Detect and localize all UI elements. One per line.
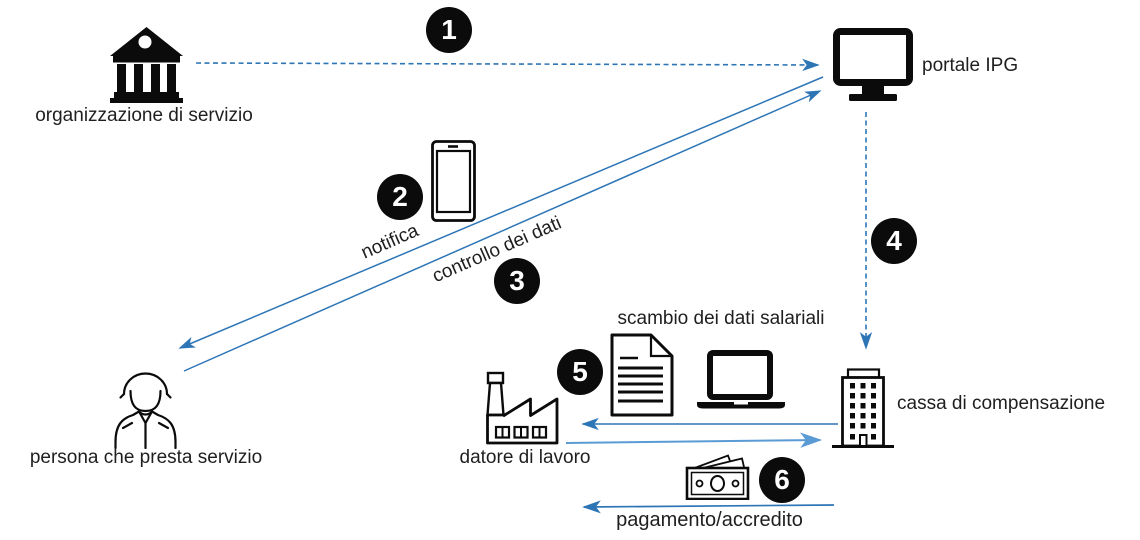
bank-icon xyxy=(110,27,183,103)
monitor-icon xyxy=(833,28,913,101)
step-badge-6: 6 xyxy=(759,457,805,503)
step-badge-4: 4 xyxy=(871,218,917,264)
soldier-icon xyxy=(114,372,177,449)
label-scambio-dei-dati-salariali: scambio dei dati salariali xyxy=(617,308,825,329)
office-building-icon xyxy=(832,368,894,448)
arrow-2-notifica-portale-to-persona xyxy=(178,76,824,349)
label-portale-ipg: portale IPG xyxy=(922,55,1019,76)
arrow-1-organizzazione-to-portale xyxy=(195,58,820,72)
document-icon xyxy=(610,333,674,417)
label-datore-di-lavoro: datore di lavoro xyxy=(459,447,591,468)
arrow-5b-datore-to-cassa xyxy=(565,432,823,448)
laptop-icon xyxy=(697,350,785,409)
step-badge-2: 2 xyxy=(377,174,423,220)
label-persona-che-presta-servizio: persona che presta servizio xyxy=(29,447,263,468)
arrow-6-pagamento-cassa-to-datore xyxy=(582,500,835,514)
step-badge-3: 3 xyxy=(494,258,540,304)
label-organizzazione-di-servizio: organizzazione di servizio xyxy=(35,105,253,126)
building-windows xyxy=(850,383,876,440)
smartphone-icon xyxy=(431,140,476,222)
label-cassa-di-compensazione: cassa di compensazione xyxy=(897,393,1106,414)
label-pagamento-accredito: pagamento/accredito xyxy=(616,509,803,531)
banknote-icon xyxy=(685,454,750,500)
step-badge-5: 5 xyxy=(557,349,603,395)
factory-icon xyxy=(486,371,559,445)
step-badge-1: 1 xyxy=(426,7,472,53)
arrow-3-controllo-persona-to-portale xyxy=(183,90,822,372)
